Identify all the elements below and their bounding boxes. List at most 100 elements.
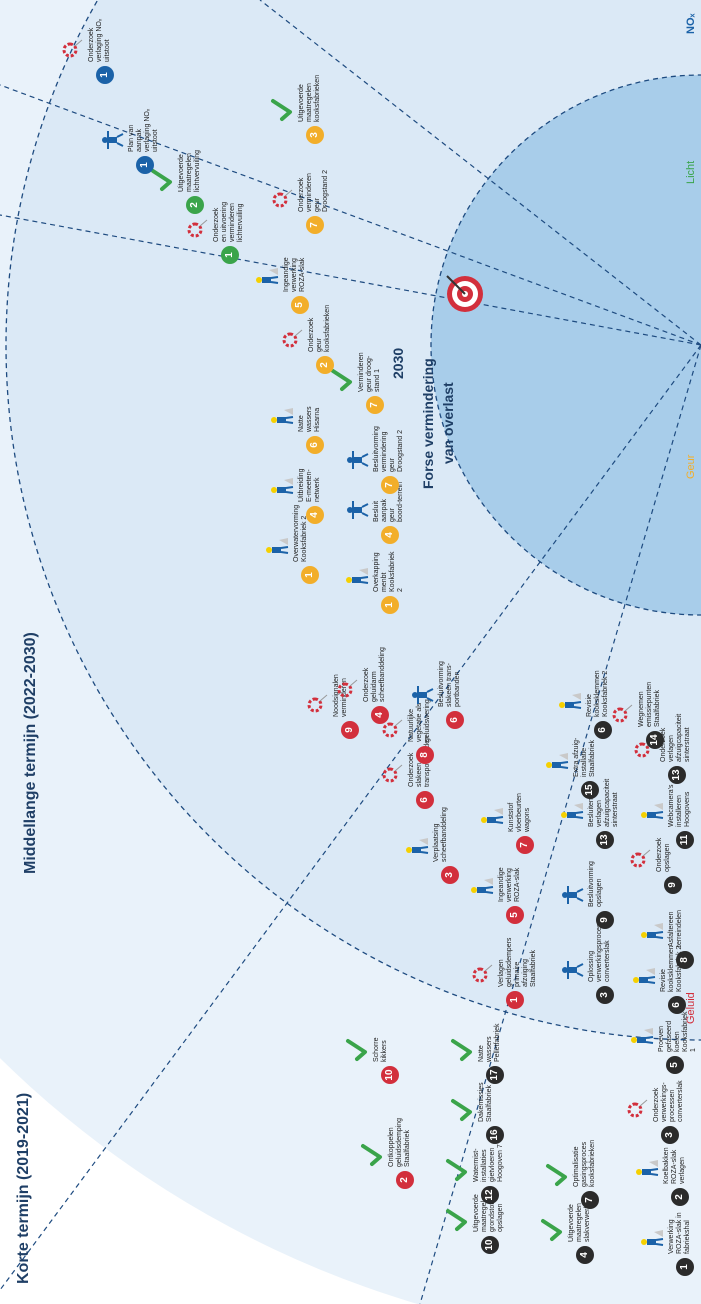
roadmap-item: 12 Watermist- installaties gietvloeren Ho… <box>445 1138 505 1204</box>
item-number-badge: 10 <box>481 1236 499 1254</box>
item-number-badge: 12 <box>481 1186 499 1204</box>
item-number-badge: 1 <box>221 246 239 264</box>
item-number-badge: 7 <box>306 216 324 234</box>
item-number-badge: 7 <box>381 476 399 494</box>
research-icon <box>62 39 83 58</box>
category-odor: Geur <box>685 454 697 479</box>
plan-icon <box>562 886 584 904</box>
check-icon <box>331 369 352 391</box>
research-icon <box>337 679 358 698</box>
research-icon <box>282 329 303 348</box>
item-number-badge: 5 <box>506 906 524 924</box>
check-icon <box>451 1039 472 1061</box>
item-number-badge: 4 <box>576 1246 594 1264</box>
item-label: Ontkoppelen geluidsdemping Staalfabriek <box>388 1117 411 1167</box>
item-label: Onderzoek en uitvoering verminderen lich… <box>213 201 244 242</box>
item-label: Overkapping menbt Kooksfabriek 2 <box>373 551 404 592</box>
check-icon <box>346 1039 367 1061</box>
worker-icon <box>346 568 369 584</box>
item-number-badge: 1 <box>301 566 319 584</box>
item-label: Watermist- installaties gietvloeren Hoog… <box>473 1144 504 1182</box>
research-icon <box>382 764 403 783</box>
research-icon <box>272 189 293 208</box>
item-number-badge: 13 <box>596 831 614 849</box>
item-label: Natte wassers Hisarna <box>298 406 321 432</box>
worker-icon <box>641 1230 664 1246</box>
item-number-badge: 1 <box>381 596 399 614</box>
check-icon <box>151 169 172 191</box>
worker-icon <box>633 968 656 984</box>
research-icon <box>472 964 493 983</box>
item-number-badge: 8 <box>676 951 694 969</box>
item-number-badge: 13 <box>668 766 686 784</box>
item-number-badge: 14 <box>646 731 664 749</box>
item-number-badge: 7 <box>516 836 534 854</box>
worker-icon <box>271 408 294 424</box>
item-number-badge: 3 <box>441 866 459 884</box>
roadmap-item: 9 Besluitvorming opslagen <box>560 861 620 929</box>
item-label: Uitgevoerde maatregelen kooksfabrieken <box>298 74 321 122</box>
item-number-badge: 2 <box>186 196 204 214</box>
item-number-badge: 4 <box>306 506 324 524</box>
item-label: Verminderen geur droog- stand 1 <box>358 352 381 392</box>
roadmap-item: 14 Wegnemen emissiepunten Staalfabriek <box>610 681 670 749</box>
item-number-badge: 7 <box>581 1191 599 1209</box>
worker-icon <box>481 808 504 824</box>
check-icon <box>446 1209 467 1231</box>
worker-icon <box>559 693 582 709</box>
roadmap-item: 3 Uitgevoerde maatregelen kooksfabrieken <box>270 74 330 144</box>
item-number-badge: 17 <box>486 1066 504 1084</box>
item-label: Uitbreiding E-meeten- netwerk <box>298 468 321 502</box>
worker-icon <box>636 1160 659 1176</box>
item-number-badge: 5 <box>666 1056 684 1074</box>
item-number-badge: 6 <box>446 711 464 729</box>
item-number-badge: 6 <box>416 791 434 809</box>
check-icon <box>361 1144 382 1166</box>
item-label: Ingeandige verwerking ROZA-slak <box>283 257 306 292</box>
item-label: Plan van aanpak verlaging NOₓ uitstoot <box>128 108 159 152</box>
item-label: Koelbakken ROZA-slak verlagen <box>663 1147 686 1184</box>
plan-icon <box>562 961 584 979</box>
roadmap-item: 1 Onderzoek en uitvoering verminderen lic… <box>185 198 245 264</box>
item-label: Uitgevoerde maatregelen lichtvervuiling <box>178 149 201 192</box>
item-label: Besluitvorming opslagen <box>588 861 603 907</box>
item-number-badge: 2 <box>671 1188 689 1206</box>
research-icon <box>382 719 403 738</box>
item-label: Optimalisatie gasingsproces kooksfabriek… <box>573 1139 596 1187</box>
worker-icon <box>256 268 279 284</box>
item-number-badge: 3 <box>306 126 324 144</box>
plan-icon <box>347 451 369 469</box>
item-label: Wegnemen emissiepunten Staalfabriek <box>638 681 661 727</box>
worker-icon <box>471 878 494 894</box>
item-number-badge: 15 <box>581 781 599 799</box>
item-number-badge: 9 <box>596 911 614 929</box>
target-icon <box>446 275 483 312</box>
item-label: Webcamera’s installeren Hoogovens <box>668 784 691 827</box>
item-number-badge: 10 <box>381 1066 399 1084</box>
item-number-badge: 5 <box>291 296 309 314</box>
roadmap-item: 2 Uitgevoerde maatregelen lichtvervuiling <box>150 148 210 214</box>
item-label: Verlagen geluidsdempers primaire afzuigi… <box>498 937 537 987</box>
item-number-badge: 2 <box>316 356 334 374</box>
item-number-badge: 2 <box>396 1171 414 1189</box>
item-number-badge: 1 <box>136 156 154 174</box>
